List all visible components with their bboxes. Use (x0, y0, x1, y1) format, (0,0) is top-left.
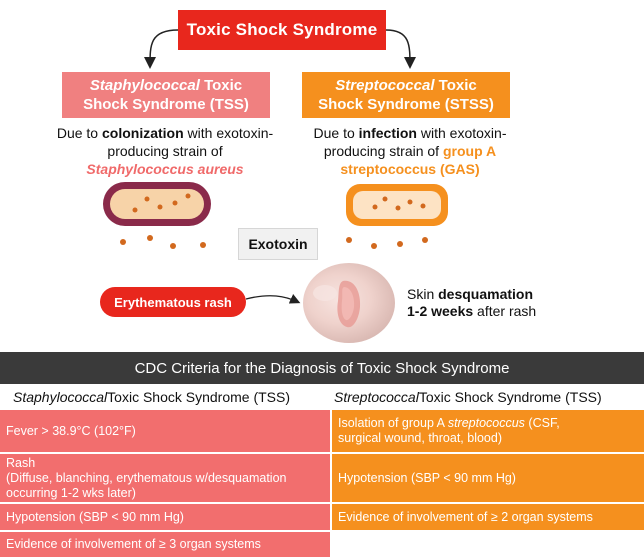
stss-criterion-organs: Evidence of involvement of ≥ 2 organ sys… (332, 504, 644, 530)
staph-bacterium (103, 182, 211, 226)
diagram-graphics (103, 29, 448, 304)
stss-desc-bold: infection (358, 125, 417, 141)
desq-bold1: desquamation (438, 286, 534, 302)
skin-desquamation-photo (303, 263, 395, 343)
stss-desc-organism: group A streptococcus (GAS) (340, 143, 497, 177)
cdc-right-header-italic: Streptococcal (334, 389, 419, 405)
stss-criterion-text: Isolation of group A (338, 416, 448, 430)
tss-heading: Staphylococcal Toxic Shock Syndrome (TSS… (62, 72, 270, 118)
desq-bold2: 1-2 weeks (407, 303, 474, 319)
arrow-rash-to-photo (245, 294, 301, 304)
tss-criterion-hypotension: Hypotension (SBP < 90 mm Hg) (0, 504, 330, 530)
tss-criterion-text: Hypotension (SBP < 90 mm Hg) (6, 509, 184, 524)
tss-criterion-text: Fever > 38.9°C (102°F) (6, 423, 136, 438)
arrow-to-stss (385, 29, 416, 69)
stss-heading-italic: Streptococcal (335, 77, 435, 94)
stss-criterion-text: (CSF, (524, 416, 560, 430)
stss-criterion-hypotension: Hypotension (SBP < 90 mm Hg) (332, 454, 644, 502)
cdc-right-header: Streptococcal Toxic Shock Syndrome (TSS) (334, 385, 644, 409)
tss-heading-italic: Staphylococcal (89, 77, 200, 94)
tss-criterion-fever: Fever > 38.9°C (102°F) (0, 410, 330, 452)
tss-heading-line2: Shock Syndrome (TSS) (83, 96, 249, 113)
tss-criterion-text: Rash (6, 455, 36, 470)
desq-pre: Skin (407, 286, 439, 302)
tss-criterion-organs: Evidence of involvement of ≥ 3 organ sys… (0, 532, 330, 557)
desquamation-text: Skin desquamation 1-2 weeks after rash (407, 286, 557, 320)
tss-desc-mid: with exotoxin-producing strain of (107, 125, 274, 159)
tss-criterion-rash: Rash (Diffuse, blanching, erythematous w… (0, 454, 330, 502)
cdc-left-header-rest: Toxic Shock Syndrome (TSS) (107, 389, 291, 405)
stss-criterion-italic: streptococcus (447, 416, 525, 430)
tss-desc-organism: Staphylococcus aureus (86, 161, 244, 177)
stss-heading: Streptococcal Toxic Shock Syndrome (STSS… (302, 72, 510, 118)
strep-exotoxin-dots (346, 237, 428, 249)
cdc-left-header: Staphylococcal Toxic Shock Syndrome (TSS… (13, 385, 323, 409)
stss-criterion-text: Hypotension (SBP < 90 mm Hg) (338, 470, 516, 485)
stss-criterion-text: surgical wound, throat, blood) (338, 431, 502, 445)
strep-bacterium (346, 184, 448, 226)
tss-description: Due to colonization with exotoxin-produc… (45, 124, 285, 178)
stss-desc-pre: Due to (313, 125, 359, 141)
exotoxin-label: Exotoxin (238, 228, 318, 260)
rash-label: Erythematous rash (100, 287, 246, 317)
main-title: Toxic Shock Syndrome (178, 10, 386, 50)
tss-heading-rest: Toxic (199, 77, 243, 94)
stss-heading-line2: Shock Syndrome (STSS) (318, 96, 494, 113)
staph-exotoxin-dots (120, 235, 206, 249)
desq-post: after rash (473, 303, 537, 319)
tss-criterion-text: (Diffuse, blanching, erythematous w/desq… (6, 470, 287, 485)
arrow-to-tss (144, 29, 179, 69)
cdc-left-header-italic: Staphylococcal (13, 389, 108, 405)
skin-photo-graphic (313, 280, 361, 328)
tss-criterion-text: Evidence of involvement of ≥ 3 organ sys… (6, 537, 261, 551)
cdc-table-title: CDC Criteria for the Diagnosis of Toxic … (0, 352, 644, 384)
stss-criterion-text: Evidence of involvement of ≥ 2 organ sys… (338, 509, 593, 524)
stss-heading-rest: Toxic (434, 77, 477, 94)
tss-criterion-text: occurring 1-2 wks later) (6, 485, 136, 500)
stss-desc-mid: with exotoxin-producing strain of (323, 125, 507, 159)
cdc-right-header-rest: Toxic Shock Syndrome (TSS) (418, 389, 602, 405)
tss-desc-pre: Due to (56, 125, 102, 141)
stss-description: Due to infection with exotoxin-producing… (290, 124, 530, 178)
stss-criterion-isolation: Isolation of group A streptococcus (CSF,… (332, 410, 644, 452)
tss-desc-bold: colonization (101, 125, 184, 141)
